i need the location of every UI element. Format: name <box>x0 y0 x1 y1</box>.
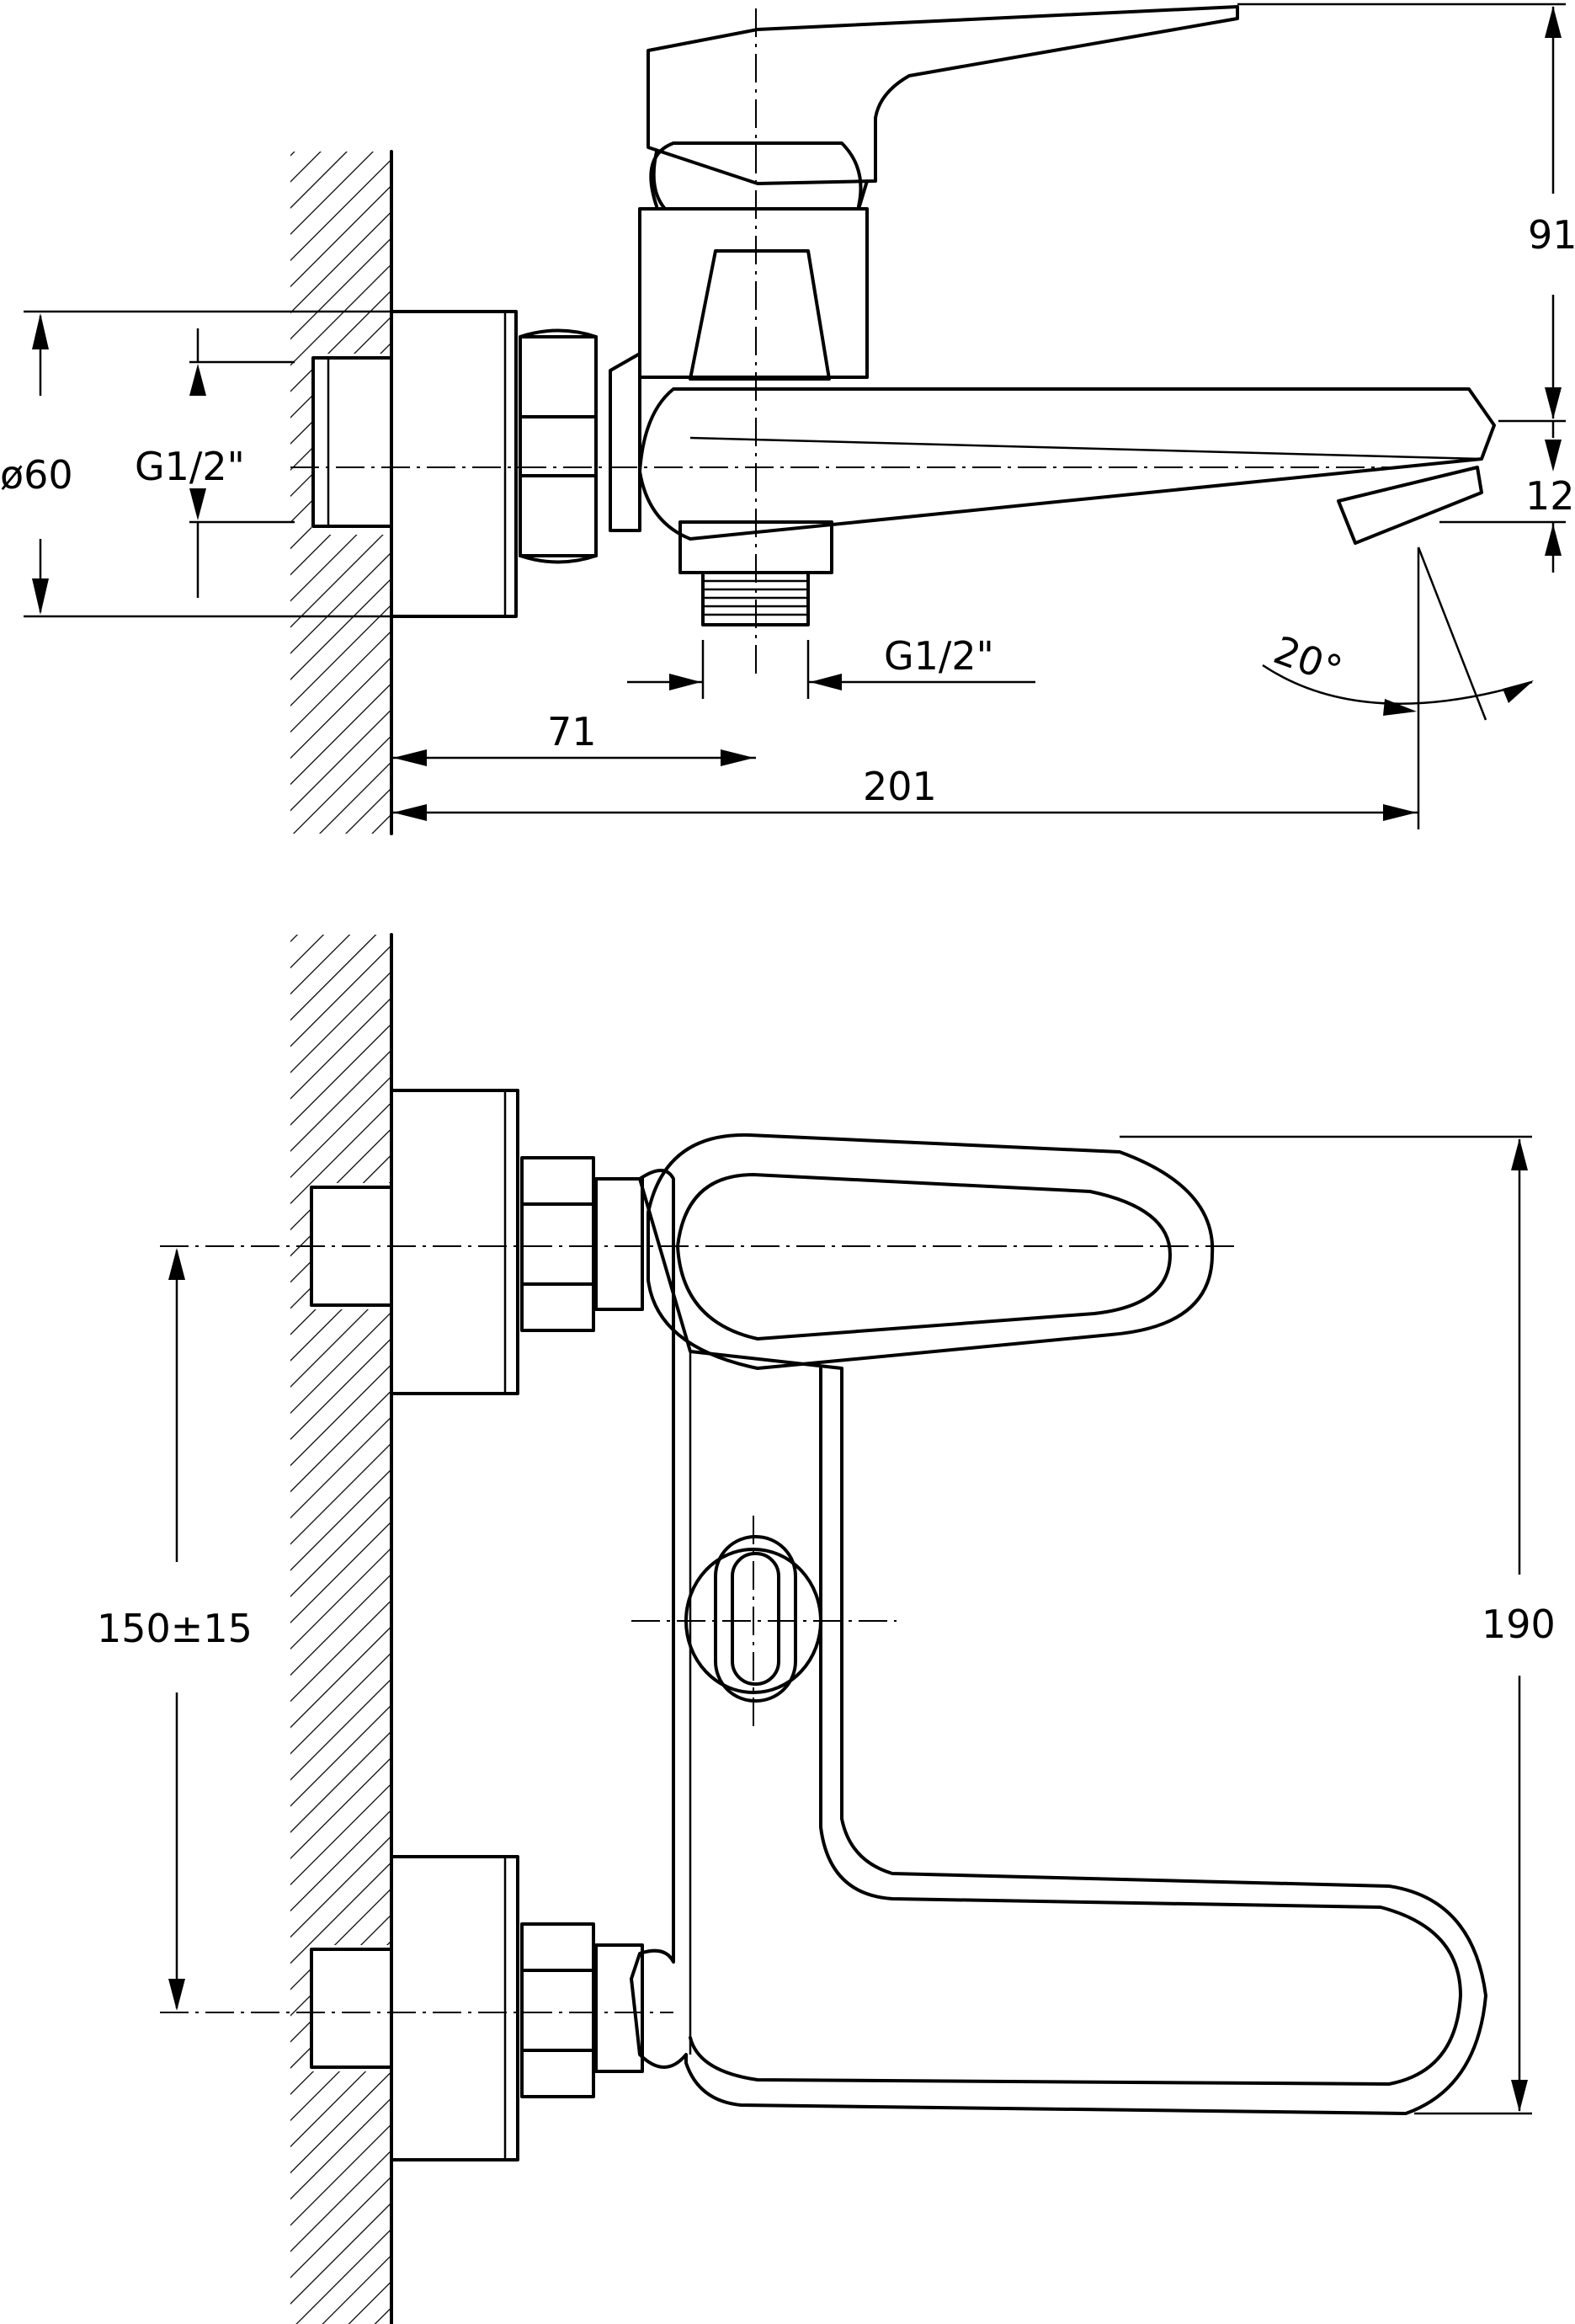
label-diameter: ø60 <box>0 452 73 498</box>
label-offset: 71 <box>547 709 597 754</box>
label-spout-drop: 12 <box>1525 473 1575 519</box>
label-center-distance: 150±15 <box>97 1606 253 1651</box>
dimension-height-top: 91 <box>1237 3 1575 423</box>
side-view: ø60 G1/2" G1/2" 71 <box>0 3 1575 835</box>
lever-handle-side <box>646 5 1239 211</box>
label-thread-outlet: G1/2" <box>884 633 994 679</box>
dimension-length: 201 <box>391 547 1420 829</box>
label-length: 201 <box>863 764 937 809</box>
inlet-lower-front <box>310 1855 644 2161</box>
dimension-spout-drop: 12 <box>1439 421 1575 573</box>
wall-hatch-top <box>290 150 393 835</box>
label-thread-inlet: G1/2" <box>135 444 245 489</box>
dimension-thread-outlet: G1/2" <box>627 633 1035 699</box>
lever-handle-front <box>646 1133 1215 1370</box>
label-total-height: 190 <box>1482 1602 1556 1647</box>
front-view: 150±15 190 <box>97 933 1556 2324</box>
spout-side <box>638 387 1496 545</box>
dimension-angle: 20° <box>1262 546 1534 721</box>
hex-nut-side <box>519 328 598 564</box>
label-height-top: 91 <box>1528 212 1575 258</box>
faucet-body-side <box>609 141 869 626</box>
dimension-center-distance: 150±15 <box>97 1248 253 2011</box>
dimension-thread-inlet: G1/2" <box>135 328 295 598</box>
label-angle: 20° <box>1268 627 1348 694</box>
faucet-body-front <box>630 1169 1487 2115</box>
wall-hatch-bottom <box>290 933 393 2324</box>
dimension-total-height: 190 <box>1120 1135 1556 2115</box>
dimension-diameter: ø60 <box>0 310 391 618</box>
dimension-offset: 71 <box>391 709 756 766</box>
escutcheon-side <box>390 310 518 618</box>
